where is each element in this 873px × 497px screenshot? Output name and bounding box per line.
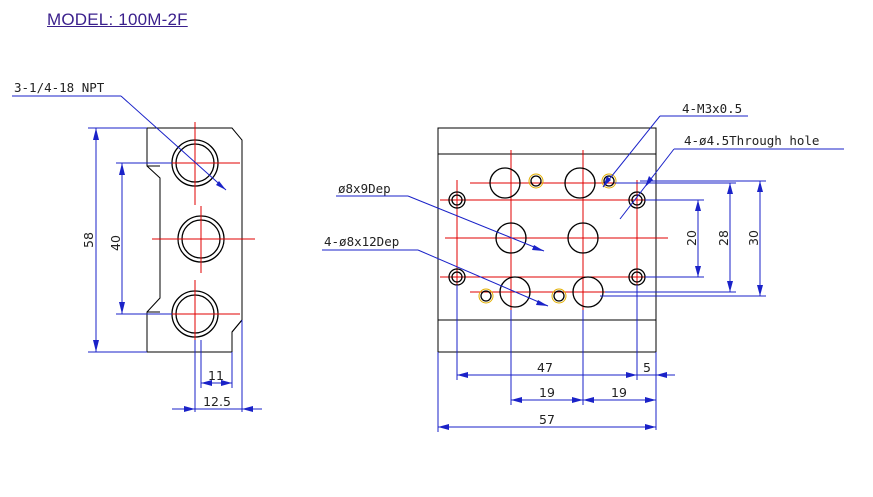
port-hole-upper-left — [489, 167, 521, 199]
callout-npt: 3-1/4-18 NPT — [12, 80, 227, 191]
dim-40-label: 40 — [108, 235, 123, 251]
dim-30: 30 — [600, 180, 766, 297]
dim-58: 58 — [81, 127, 147, 353]
dim-57: 57 — [437, 352, 656, 432]
dim-20-label: 20 — [684, 230, 699, 246]
dim-5: 5 — [637, 352, 675, 430]
front-view-outline — [437, 127, 657, 353]
dim-58-label: 58 — [81, 232, 96, 248]
dim-30-label: 30 — [746, 230, 761, 246]
port-hole-lower-right — [572, 276, 604, 308]
callout-m3-label: 4-M3x0.5 — [682, 101, 742, 116]
callout-dep-8x9: ø8x9Dep — [336, 181, 545, 252]
dim-19-right: 19 — [583, 385, 656, 403]
port-middle — [152, 206, 255, 273]
dim-12-5-label: 12.5 — [203, 394, 231, 409]
dim-57-label: 57 — [539, 412, 555, 427]
port-bottom — [152, 280, 240, 360]
callout-dep-8x12: 4-ø8x12Dep — [322, 234, 549, 307]
callout-npt-label: 3-1/4-18 NPT — [14, 80, 105, 95]
front-view: 4-M3x0.5 4-ø4.5Through hole ø8x9Dep 4-ø8… — [322, 101, 844, 432]
m3-hole-1 — [528, 173, 544, 189]
dim-12-5: 12.5 — [172, 320, 262, 412]
side-view: 3-1/4-18 NPT 58 40 — [12, 80, 262, 412]
dim-11: 11 — [194, 340, 233, 412]
dim-19-left-label: 19 — [539, 385, 555, 400]
port-hole-upper-right — [564, 167, 596, 199]
dim-19-left: 19 — [510, 310, 584, 405]
model-title: MODEL: 100M-2F — [47, 10, 188, 29]
callout-m3: 4-M3x0.5 — [602, 101, 748, 188]
dim-47: 47 — [456, 285, 638, 380]
m3-hole-4 — [551, 288, 567, 304]
port-hole-center-right — [567, 222, 599, 254]
dim-19-right-label: 19 — [611, 385, 627, 400]
callout-dep-8x12-label: 4-ø8x12Dep — [324, 234, 399, 249]
side-view-outline — [146, 127, 243, 353]
dim-5-label: 5 — [643, 360, 651, 375]
callout-through-hole-label: 4-ø4.5Through hole — [684, 133, 819, 148]
port-hole-lower-left — [499, 276, 531, 308]
dim-28: 28 — [605, 182, 736, 293]
dim-20: 20 — [645, 199, 704, 278]
dim-40: 40 — [108, 162, 172, 315]
dim-11-label: 11 — [208, 368, 224, 383]
dim-28-label: 28 — [716, 230, 731, 246]
m3-hole-3 — [478, 288, 494, 304]
port-hole-center-left — [495, 222, 527, 254]
through-hole-1 — [448, 191, 466, 209]
callout-through-hole: 4-ø4.5Through hole — [619, 133, 844, 220]
m3-hole-2 — [601, 173, 617, 189]
dim-47-label: 47 — [537, 360, 553, 375]
callout-dep-8x9-label: ø8x9Dep — [338, 181, 391, 196]
